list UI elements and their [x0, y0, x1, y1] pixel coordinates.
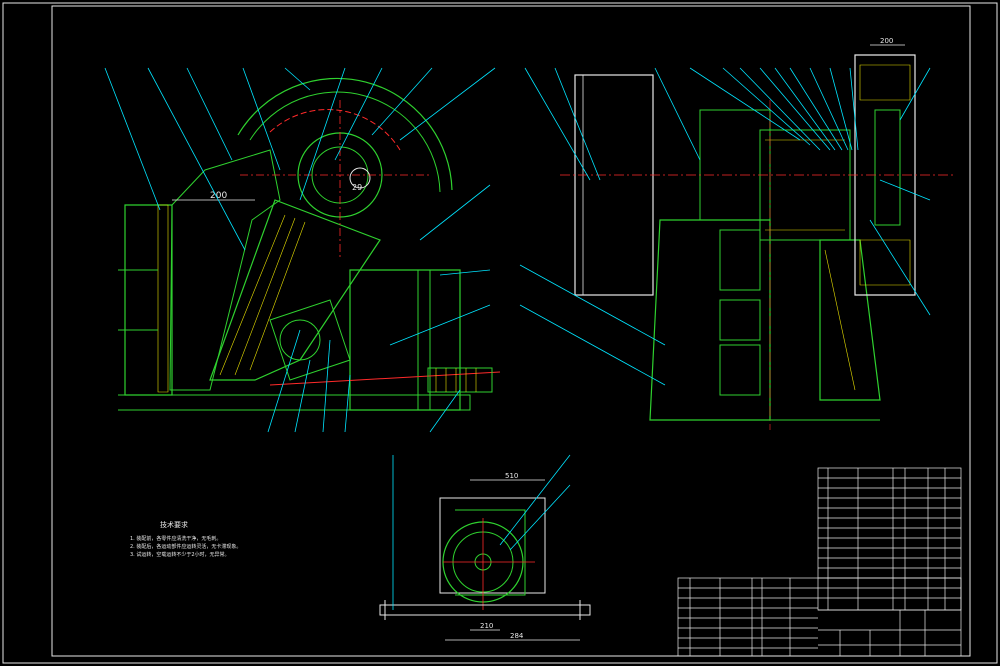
technical-notes: 技术要求 1. 装配前，各零件应清洗干净，无毛刺。 2. 装配后，各运动部件应运… — [130, 520, 241, 558]
leader-lines-left — [104, 67, 496, 433]
dimension-text-29: 29 — [352, 183, 362, 192]
parts-list-table — [817, 467, 962, 611]
leader-lines-right — [519, 67, 931, 386]
dimension-text-200: 200 — [210, 191, 227, 201]
dimension-text-motor-210: 210 — [480, 622, 493, 630]
dimension-text-motor-top: 510 — [505, 472, 518, 480]
motor-view: 510 210 284 — [379, 454, 591, 641]
title-block — [677, 577, 962, 657]
notes-line-3: 3. 试运转，空载运转不少于2小时，无异常。 — [130, 551, 230, 558]
dimension-text-motor-base: 284 — [510, 632, 524, 640]
dimension-text-top-right: 200 — [880, 37, 893, 45]
notes-line-2: 2. 装配后，各运动部件应运转灵活，无卡滞现象。 — [130, 543, 241, 550]
notes-heading: 技术要求 — [160, 520, 188, 529]
notes-line-1: 1. 装配前，各零件应清洗干净，无毛刺。 — [130, 535, 221, 542]
front-section-view: 200 — [560, 37, 955, 430]
side-section-view: 200 29 — [118, 77, 501, 411]
